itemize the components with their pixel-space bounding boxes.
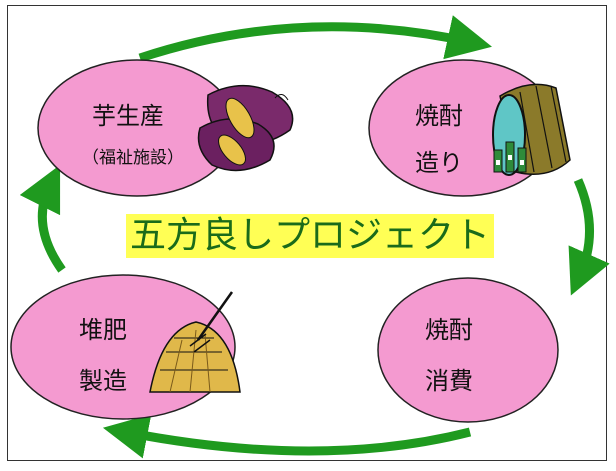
node-shochu-consume-label-1: 焼酎 (425, 316, 473, 344)
arrow-left (19, 164, 66, 273)
hay-pitchfork-icon (149, 291, 241, 393)
node-shochu-make-label-1: 焼酎 (415, 102, 463, 130)
node-imo-label: 芋生産 (92, 102, 164, 130)
node-shochu-consume-label-2: 消費 (425, 367, 473, 395)
diagram-frame (7, 5, 607, 461)
node-shochu-consume-ellipse (377, 277, 559, 423)
arrow-bottom (102, 414, 472, 459)
project-title: 五方良しプロジェクト (126, 214, 495, 258)
node-compost-label-1: 堆肥 (79, 316, 127, 344)
node-shochu-make-label-2: 造り (415, 149, 463, 177)
barrel-bottles-icon (492, 83, 571, 176)
arrow-top (138, 15, 492, 63)
node-compost-label-2: 製造 (79, 367, 127, 395)
arrow-right (568, 178, 610, 296)
node-imo-sublabel: （福祉施設） (82, 148, 184, 168)
sweet-potato-icon (197, 84, 294, 172)
